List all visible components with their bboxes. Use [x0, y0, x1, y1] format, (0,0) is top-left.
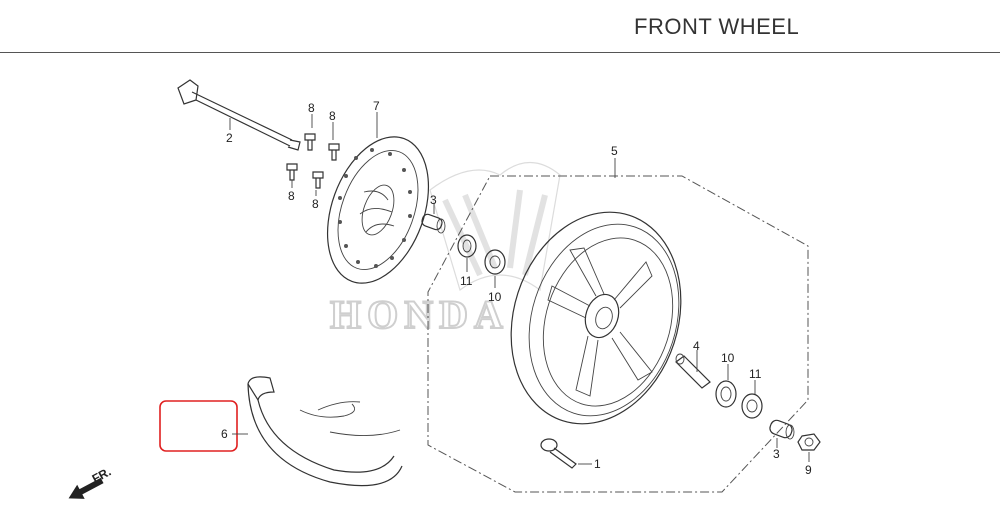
- front-direction-arrow: [68, 477, 104, 499]
- callout-8-c[interactable]: 8: [288, 189, 295, 203]
- distance-collar[interactable]: [675, 353, 711, 389]
- callout-3-right[interactable]: 3: [773, 447, 780, 461]
- side-collar-right[interactable]: [768, 419, 795, 440]
- radial-bearing-left[interactable]: [484, 249, 506, 275]
- wheel-assembly-outline: [427, 175, 809, 493]
- callout-1[interactable]: 1: [594, 457, 601, 471]
- callout-11-left[interactable]: 11: [460, 274, 473, 288]
- callout-7[interactable]: 7: [373, 99, 380, 113]
- side-collar-left[interactable]: [421, 213, 446, 234]
- rim-band[interactable]: [247, 376, 403, 487]
- dust-seal-right[interactable]: [741, 393, 763, 419]
- callout-10-right[interactable]: 10: [721, 351, 735, 365]
- front-wheel-rim[interactable]: [485, 190, 708, 446]
- callout-11-right[interactable]: 11: [749, 367, 762, 381]
- radial-bearing-right[interactable]: [715, 380, 737, 408]
- callout-8-d[interactable]: 8: [312, 197, 319, 211]
- callout-9[interactable]: 9: [805, 463, 812, 477]
- callout-6[interactable]: 6: [221, 427, 228, 441]
- callout-8-b[interactable]: 8: [329, 109, 336, 123]
- callout-5[interactable]: 5: [611, 144, 618, 158]
- honda-watermark: HONDA: [329, 162, 561, 338]
- axle-nut[interactable]: [797, 433, 821, 451]
- callout-3-left[interactable]: 3: [430, 193, 437, 207]
- title-divider: [0, 52, 1000, 53]
- callout-8-a[interactable]: 8: [308, 101, 315, 115]
- tire-valve[interactable]: [540, 438, 577, 469]
- watermark-text: HONDA: [330, 292, 509, 337]
- callout-labels: 1 2 3 3 4 5 6 7 8 8 8 8 9 10 10 11 11: [221, 99, 812, 477]
- part-6-highlight-box: [159, 400, 238, 452]
- callout-2[interactable]: 2: [226, 131, 233, 145]
- disc-bolt[interactable]: [286, 133, 340, 189]
- dust-seal-left[interactable]: [457, 234, 477, 258]
- leader-lines: [229, 112, 810, 465]
- brake-disc[interactable]: [309, 123, 447, 297]
- callout-10-left[interactable]: 10: [488, 290, 502, 304]
- axle-bolt[interactable]: [177, 79, 301, 151]
- page-title: FRONT WHEEL: [634, 14, 800, 39]
- callout-4[interactable]: 4: [693, 339, 700, 353]
